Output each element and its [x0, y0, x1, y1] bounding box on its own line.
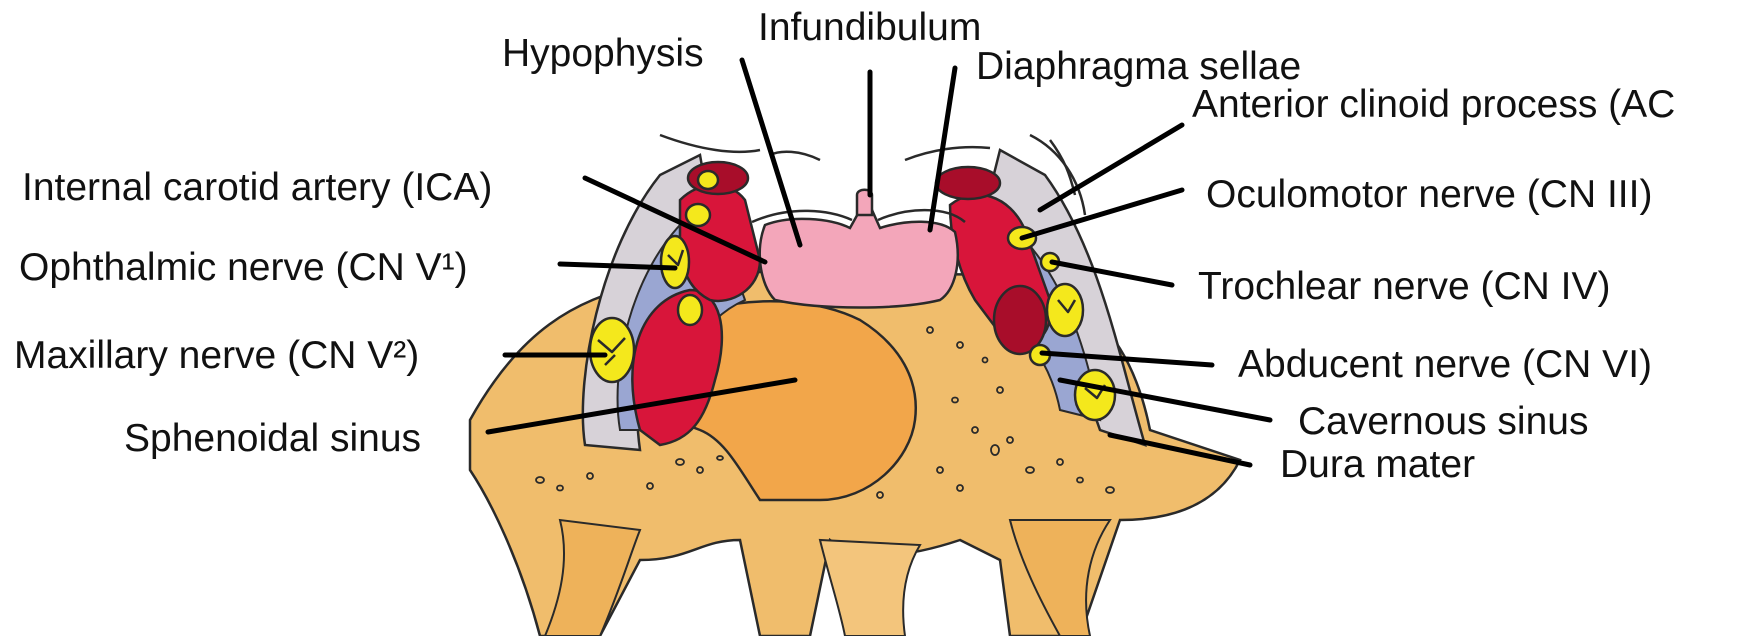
label-anterior-clinoid: Anterior clinoid process (AC: [1192, 83, 1675, 126]
label-dura-mater: Dura mater: [1280, 443, 1475, 486]
label-abducent: Abducent nerve (CN VI): [1238, 343, 1652, 386]
label-oculomotor: Oculomotor nerve (CN III): [1206, 173, 1652, 216]
label-diaphragma-sellae: Diaphragma sellae: [976, 45, 1301, 88]
label-ica: Internal carotid artery (ICA): [22, 166, 492, 209]
label-trochlear: Trochlear nerve (CN IV): [1198, 265, 1611, 308]
label-hypophysis: Hypophysis: [502, 32, 704, 75]
label-sphenoidal-sinus: Sphenoidal sinus: [124, 417, 421, 460]
nerve-left-small-2: [698, 171, 718, 189]
bone-pillar-center: [820, 540, 920, 636]
label-cavernous-sinus: Cavernous sinus: [1298, 400, 1588, 443]
hypophysis-shape: [760, 210, 958, 308]
nerve-left-small-1: [686, 204, 710, 226]
nerve-left-small-3: [678, 295, 702, 325]
label-ophthalmic: Ophthalmic nerve (CN V¹): [19, 246, 468, 289]
label-maxillary: Maxillary nerve (CN V²): [14, 334, 419, 377]
label-infundibulum: Infundibulum: [758, 6, 981, 49]
nerve-cn-v2-left: [590, 318, 634, 382]
